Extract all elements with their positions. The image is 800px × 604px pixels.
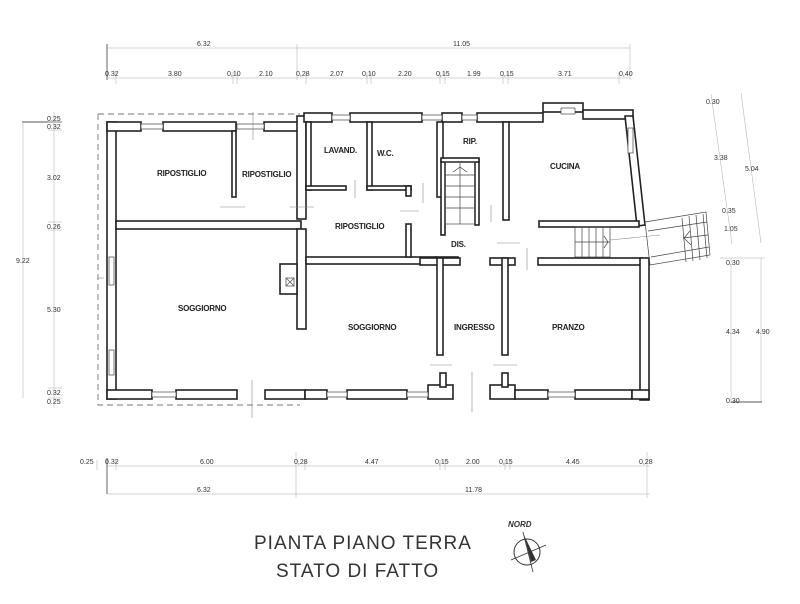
dim-left-1: 0.25 xyxy=(47,116,61,123)
dim-top-5: 0,28 xyxy=(296,71,310,78)
dim-left-3: 3.02 xyxy=(47,175,61,182)
room-rip: RIP. xyxy=(463,137,477,146)
room-ripostiglio-3: RIPOSTIGLIO xyxy=(335,222,384,231)
room-lavanderia: LAVAND. xyxy=(324,146,357,155)
dim-bottom-overall-left: 6.32 xyxy=(197,487,211,494)
walls xyxy=(106,102,650,401)
internal-staircase xyxy=(444,161,476,225)
room-ingresso: INGRESSO xyxy=(454,323,495,332)
dim-right-3: 5.04 xyxy=(745,166,759,173)
property-boundary xyxy=(97,113,300,406)
dim-top-13: 0,40 xyxy=(619,71,633,78)
dim-bottom-7: 2.00 xyxy=(466,459,480,466)
dim-bottom-3: 6.00 xyxy=(200,459,214,466)
dim-right-6: 0.30 xyxy=(726,260,740,267)
dim-bottom-1: 0.25 xyxy=(80,459,94,466)
dim-top-3: 0,10 xyxy=(227,71,241,78)
dim-bottom-10: 0,28 xyxy=(639,459,653,466)
room-ripostiglio-2: RIPOSTIGLIO xyxy=(242,170,291,179)
room-ripostiglio-1: RIPOSTIGLIO xyxy=(157,169,206,178)
top-dimensions: 6.32 11.05 0.32 3.80 0,10 2.10 0,28 2.07… xyxy=(105,41,633,84)
dim-right-7: 4.34 xyxy=(726,329,740,336)
right-dimensions: 0.30 3.38 5.04 0.35 1.05 0.30 4.34 4.90 … xyxy=(706,92,770,405)
dim-right-2: 3.38 xyxy=(714,155,728,162)
cucina-chimney xyxy=(560,107,576,115)
dim-bottom-2: 0.32 xyxy=(105,459,119,466)
room-labels: RIPOSTIGLIO RIPOSTIGLIO LAVAND. W.C. RIP… xyxy=(157,137,585,332)
room-cucina: CUCINA xyxy=(550,162,580,171)
room-soggiorno-2: SOGGIORNO xyxy=(348,323,396,332)
room-soggiorno-1: SOGGIORNO xyxy=(178,304,226,313)
north-arrow-icon: NORD xyxy=(508,520,547,573)
dim-top-8: 2.20 xyxy=(398,71,412,78)
windows xyxy=(108,114,634,398)
room-dis: DIS. xyxy=(451,240,466,249)
room-wc: W.C. xyxy=(377,149,394,158)
door-openings xyxy=(97,112,661,418)
dim-right-1: 0.30 xyxy=(706,99,720,106)
dim-bottom-9: 4.45 xyxy=(566,459,580,466)
dim-top-12: 3.71 xyxy=(558,71,572,78)
external-staircase xyxy=(574,211,711,266)
dim-left-6: 0.32 xyxy=(47,390,61,397)
dim-right-8: 4.90 xyxy=(756,329,770,336)
room-pranzo: PRANZO xyxy=(552,323,585,332)
dim-top-4: 2.10 xyxy=(259,71,273,78)
dim-right-5: 1.05 xyxy=(724,226,738,233)
north-label: NORD xyxy=(508,520,532,529)
dim-right-9: 0.30 xyxy=(726,398,740,405)
dim-right-4: 0.35 xyxy=(722,208,736,215)
dim-bottom-5: 4.47 xyxy=(365,459,379,466)
dim-bottom-6: 0,15 xyxy=(435,459,449,466)
dim-top-10: 1.99 xyxy=(467,71,481,78)
dim-top-9: 0,15 xyxy=(436,71,450,78)
dim-top-overall-left: 6.32 xyxy=(197,41,211,48)
dim-top-1: 0.32 xyxy=(105,71,119,78)
plan-title-line1: PIANTA PIANO TERRA xyxy=(254,533,472,554)
dim-top-overall-right: 11.05 xyxy=(453,41,470,48)
dim-top-11: 0,15 xyxy=(500,71,514,78)
dim-top-2: 3.80 xyxy=(168,71,182,78)
plan-title-line2: STATO DI FATTO xyxy=(276,561,439,582)
dim-left-overall: 9.22 xyxy=(16,258,30,265)
dim-top-6: 2.07 xyxy=(330,71,344,78)
dim-left-2: 0.32 xyxy=(47,124,61,131)
bottom-dimensions: 0.25 0.32 6.00 0,28 4.47 0,15 2.00 0,15 … xyxy=(80,452,653,498)
dim-top-7: 0,10 xyxy=(362,71,376,78)
fireplace-icon xyxy=(285,277,295,287)
dim-left-5: 5.30 xyxy=(47,307,61,314)
left-dimensions: 0.25 0.32 3.02 0.26 5.30 0.32 0.25 9.22 xyxy=(16,112,62,408)
dim-left-4: 0.26 xyxy=(47,224,61,231)
dim-bottom-8: 0,15 xyxy=(499,459,513,466)
dim-bottom-4: 0,28 xyxy=(294,459,308,466)
dim-left-7: 0.25 xyxy=(47,399,61,406)
dim-bottom-overall-right: 11.78 xyxy=(465,487,482,494)
